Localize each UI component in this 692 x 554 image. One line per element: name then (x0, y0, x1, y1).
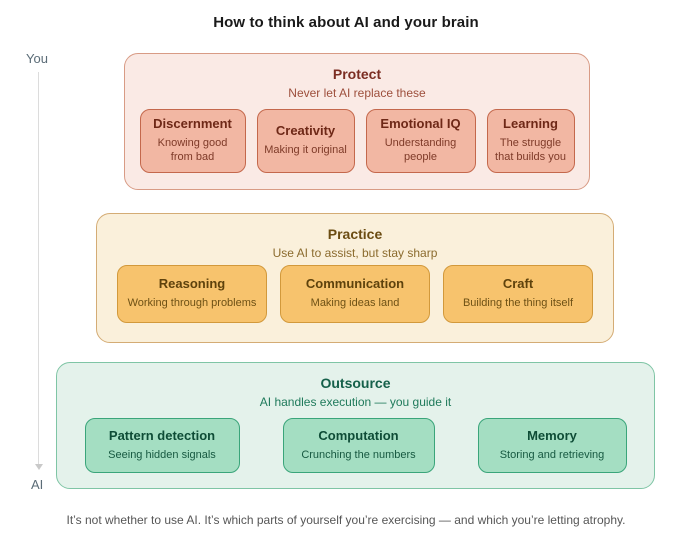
card-computation: Computation Crunching the numbers (282, 418, 435, 473)
section-practice: Practice Use AI to assist, but stay shar… (96, 213, 614, 343)
card-subtitle: Making it original (264, 144, 347, 157)
card-subtitle: Seeing hidden signals (108, 448, 216, 461)
section-outsource-cards: Pattern detection Seeing hidden signals … (57, 418, 654, 473)
card-craft: Craft Building the thing itself (443, 265, 593, 323)
section-protect-title: Protect (332, 66, 382, 82)
section-practice-title: Practice (327, 226, 383, 242)
section-practice-subtitle: Use AI to assist, but stay sharp (272, 246, 438, 260)
axis-arrow-down-icon (34, 464, 43, 470)
page-title: How to think about AI and your brain (213, 14, 479, 31)
card-memory: Memory Storing and retrieving (477, 418, 627, 473)
card-subtitle: Understanding people (384, 137, 457, 163)
card-subtitle: Building the thing itself (462, 297, 574, 310)
card-title: Pattern detection (108, 427, 216, 443)
card-subtitle: Crunching the numbers (301, 448, 416, 461)
card-pattern-detection: Pattern detection Seeing hidden signals (84, 418, 240, 473)
card-title: Creativity (275, 123, 336, 139)
card-subtitle: Working through problems (127, 297, 257, 310)
card-title: Reasoning (158, 276, 226, 292)
section-protect-subtitle: Never let AI replace these (288, 86, 426, 100)
card-learning: Learning The struggle that builds you (486, 109, 575, 173)
card-title: Craft (502, 276, 534, 292)
section-protect: Protect Never let AI replace these Disce… (124, 53, 590, 190)
section-outsource-title: Outsource (320, 375, 391, 391)
axis-ai-label: AI (31, 477, 44, 492)
card-subtitle: Making ideas land (310, 297, 400, 310)
section-outsource-subtitle: AI handles execution — you guide it (259, 395, 452, 409)
card-communication: Communication Making ideas land (280, 265, 430, 323)
section-protect-cards: Discernment Knowing good from bad Creati… (125, 109, 589, 173)
card-subtitle: Storing and retrieving (499, 448, 605, 461)
card-title: Learning (503, 116, 558, 132)
card-title: Memory (527, 427, 577, 443)
card-emotional-iq: Emotional IQ Understanding people (365, 109, 476, 173)
card-title: Computation (318, 427, 399, 443)
section-outsource: Outsource AI handles execution — you gui… (56, 362, 655, 489)
axis-you-label: You (26, 51, 48, 66)
card-title: Communication (305, 276, 405, 292)
card-title: Emotional IQ (380, 116, 461, 132)
card-discernment: Discernment Knowing good from bad (139, 109, 246, 173)
card-creativity: Creativity Making it original (256, 109, 355, 173)
card-title: Discernment (153, 116, 232, 132)
axis-line (38, 72, 39, 464)
card-subtitle: Knowing good from bad (157, 137, 228, 163)
card-reasoning: Reasoning Working through problems (117, 265, 267, 323)
section-practice-cards: Reasoning Working through problems Commu… (97, 265, 613, 323)
card-subtitle: The struggle that builds you (495, 137, 566, 163)
footer-caption: It’s not whether to use AI. It’s which p… (66, 513, 626, 527)
